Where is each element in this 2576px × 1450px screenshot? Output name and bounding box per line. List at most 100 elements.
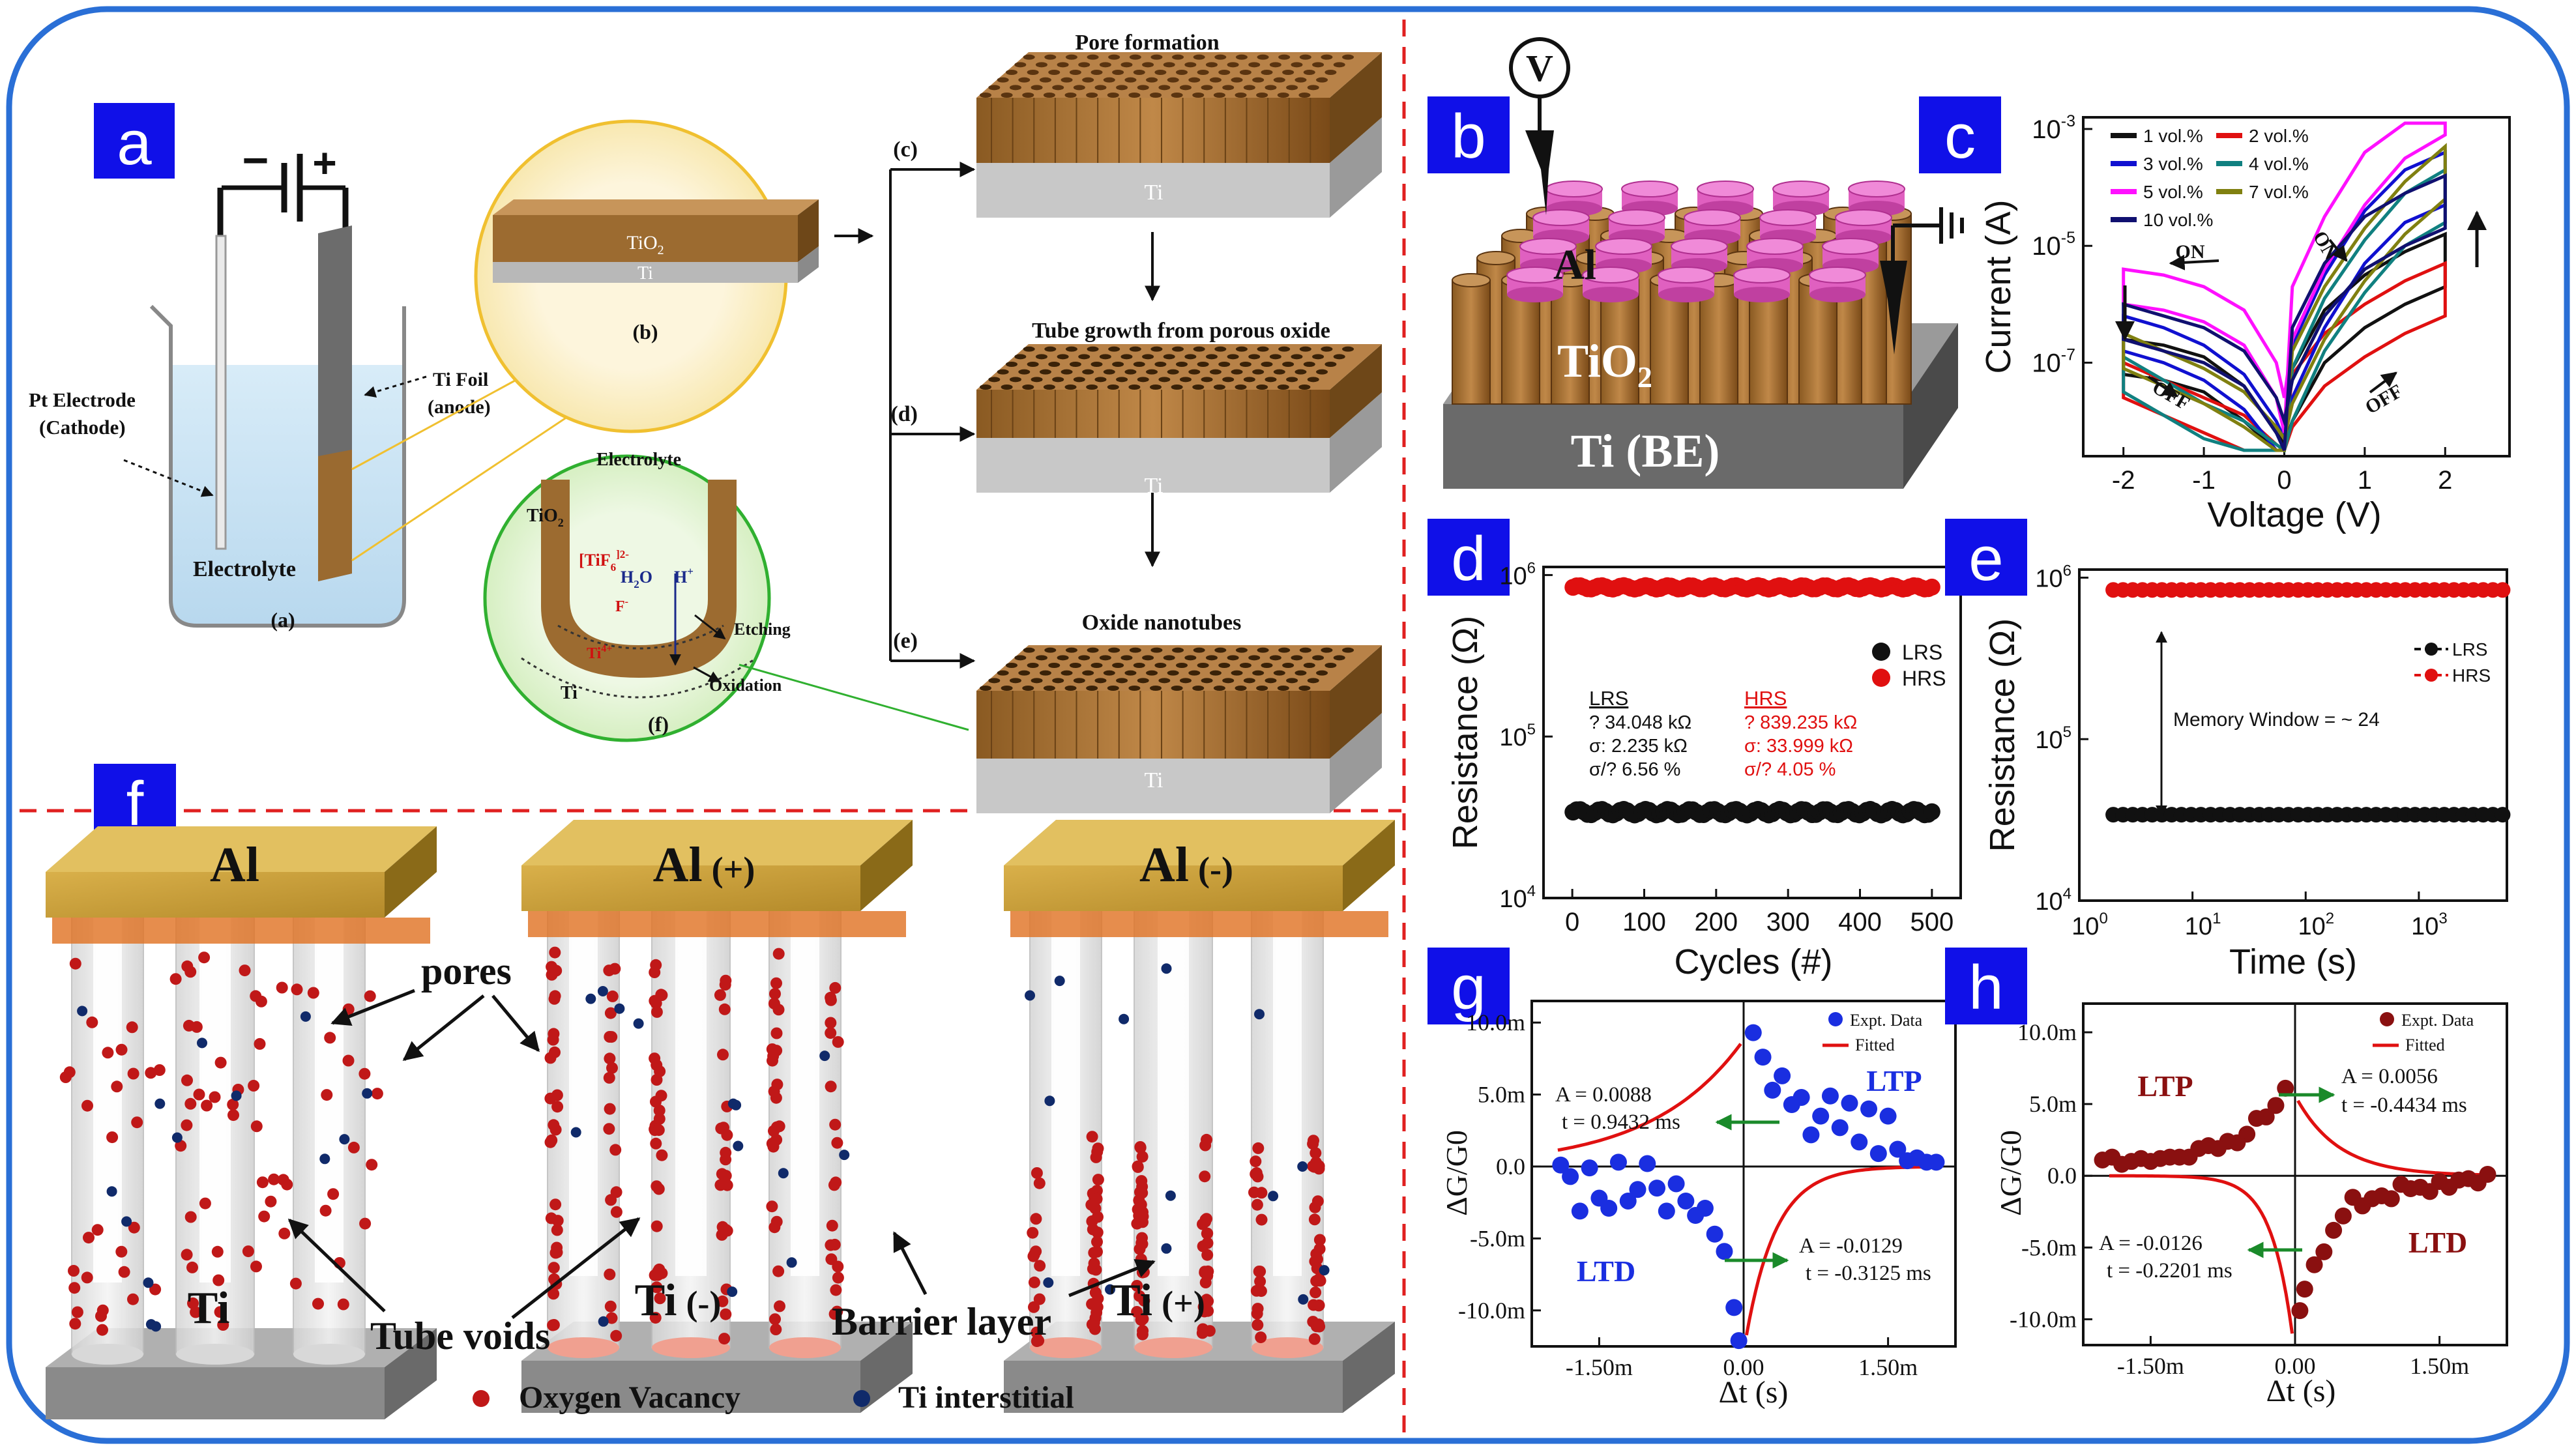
chart-d-ylabel: Resistance (Ω) <box>1446 616 1485 849</box>
oxygen-vacancy <box>1030 1245 1042 1258</box>
al-electrode-top <box>521 820 913 865</box>
chart-c-xtick-label: 2 <box>2438 466 2452 495</box>
lrs-stats-sigma: σ: 2.235 kΩ <box>1589 736 1688 757</box>
oxygen-vacancy <box>289 1277 302 1290</box>
cell2-al-label: Al(+) <box>653 837 755 892</box>
oxygen-vacancy <box>1311 1253 1323 1266</box>
chart-g-point <box>1793 1088 1810 1106</box>
panel-c-letter: c <box>1944 102 1976 171</box>
chart-h-ytick-label: 0.0 <box>2047 1163 2077 1189</box>
oxygen-vacancy <box>828 1179 840 1191</box>
oxygen-vacancy <box>276 981 288 994</box>
chart-c-legend-label: 4 vol.% <box>2249 154 2309 174</box>
oxygen-vacancy <box>651 1074 663 1086</box>
oxygen-vacancy <box>551 1224 563 1236</box>
interface-layer <box>1010 911 1388 937</box>
oxygen-vacancy <box>604 1007 617 1019</box>
oxygen-vacancy <box>128 1221 140 1234</box>
legend-ti-interstitial: Ti interstitial <box>898 1380 1074 1415</box>
al-electrode-front <box>521 865 860 911</box>
oxygen-vacancy <box>239 964 251 977</box>
chart-e-legend-lrs: LRS <box>2452 639 2487 660</box>
oxygen-vacancy <box>720 1308 732 1320</box>
oxygen-vacancy <box>371 1088 383 1100</box>
panel-d-letter-box <box>1427 519 1510 596</box>
oxygen-vacancy <box>1311 1195 1324 1208</box>
chart-d-frame <box>1542 566 1962 899</box>
ti-interstitial <box>733 1140 744 1152</box>
inset-f-tube-section <box>521 480 757 699</box>
oxygen-vacancy <box>342 1003 355 1015</box>
oxygen-vacancy <box>1136 1150 1149 1163</box>
oxygen-vacancy <box>1254 1266 1266 1278</box>
inset-f-h2o: H2O <box>621 568 652 590</box>
oxygen-vacancy <box>1088 1247 1100 1259</box>
oxygen-vacancy <box>1197 1301 1210 1313</box>
ti-substrate-front <box>1004 1361 1343 1413</box>
oxygen-vacancy <box>651 1281 663 1294</box>
oxygen-vacancy <box>714 989 726 1001</box>
ti-interstitial <box>1025 990 1035 1001</box>
oxygen-vacancy <box>181 1249 193 1261</box>
al-electrode-top <box>46 826 437 872</box>
oxygen-vacancy <box>603 1123 615 1135</box>
chart-g-point <box>1841 1094 1858 1112</box>
chart-g-point <box>1619 1192 1637 1210</box>
ti-interstitial <box>1161 1243 1172 1254</box>
oxygen-vacancy <box>127 1067 139 1080</box>
oxygen-vacancy <box>131 1116 143 1129</box>
oxygen-vacancy <box>1085 1198 1098 1211</box>
oxygen-vacancy <box>256 1176 269 1189</box>
oxygen-vacancy <box>604 1103 616 1115</box>
oxygen-vacancy <box>68 1265 80 1277</box>
chart-g-point <box>1629 1181 1647 1198</box>
barrier-layer <box>1134 1337 1212 1358</box>
device-cell-reset <box>1004 820 1395 1413</box>
chart-h-point <box>2296 1281 2313 1298</box>
oxygen-vacancy <box>91 1224 104 1236</box>
chart-d-point-hrs <box>1923 578 1940 596</box>
barrier-layer <box>72 1344 143 1365</box>
oxygen-vacancy <box>609 1144 622 1156</box>
oxygen-vacancy <box>651 1220 663 1232</box>
chart-g-ylabel: ΔG/G0 <box>1440 1130 1473 1216</box>
chart-d-legend-hrs-marker <box>1872 669 1890 687</box>
oxygen-vacancy <box>68 1282 81 1294</box>
ti-interstitial <box>339 1134 350 1145</box>
oxygen-vacancy <box>826 1219 838 1232</box>
oxygen-vacancy <box>291 983 303 996</box>
oxygen-vacancy <box>825 1080 837 1093</box>
oxygen-vacancy <box>604 1268 616 1281</box>
tube-voids-label: Tube voids <box>370 1314 550 1357</box>
oxygen-vacancy <box>278 1227 291 1240</box>
chart-h-ytick-label: 10.0m <box>2017 1019 2077 1045</box>
stage-c-label: (c) <box>893 138 918 162</box>
oxygen-vacancy <box>126 1021 138 1034</box>
panel-a-letter: a <box>117 108 152 178</box>
oxygen-vacancy <box>825 1027 837 1039</box>
tube-pore <box>93 918 122 1283</box>
oxygen-vacancy <box>551 1101 564 1113</box>
oxygen-vacancy <box>1028 1301 1040 1313</box>
al-electrode-side <box>1343 820 1395 911</box>
voltmeter-label: V <box>1526 47 1553 89</box>
oxygen-vacancy <box>649 966 661 978</box>
chart-e-xtick-label: 101 <box>2185 910 2221 940</box>
al-electrode-side <box>385 826 437 918</box>
oxygen-vacancy <box>1027 1226 1039 1239</box>
oxygen-vacancy <box>106 1131 119 1144</box>
oxygen-vacancy <box>767 1140 780 1153</box>
hrs-stats-sigma: σ: 33.999 kΩ <box>1744 736 1853 757</box>
oxygen-vacancy <box>337 1298 349 1311</box>
oxygen-vacancy <box>829 1118 842 1131</box>
chart-h-fit-ltd <box>2109 1174 2294 1334</box>
oxygen-vacancy <box>825 1253 838 1266</box>
chart-h-ltd-label: LTD <box>2408 1226 2467 1259</box>
chart-c-xtick-label: -2 <box>2112 466 2135 495</box>
ti-substrate-side <box>860 1322 913 1413</box>
chart-c-legend-label: 3 vol.% <box>2143 154 2203 174</box>
chart-h-ylabel: ΔG/G0 <box>1994 1130 2027 1216</box>
chart-h-xtick-label: 1.50m <box>2410 1353 2469 1379</box>
caption-b: (b) <box>632 320 658 343</box>
